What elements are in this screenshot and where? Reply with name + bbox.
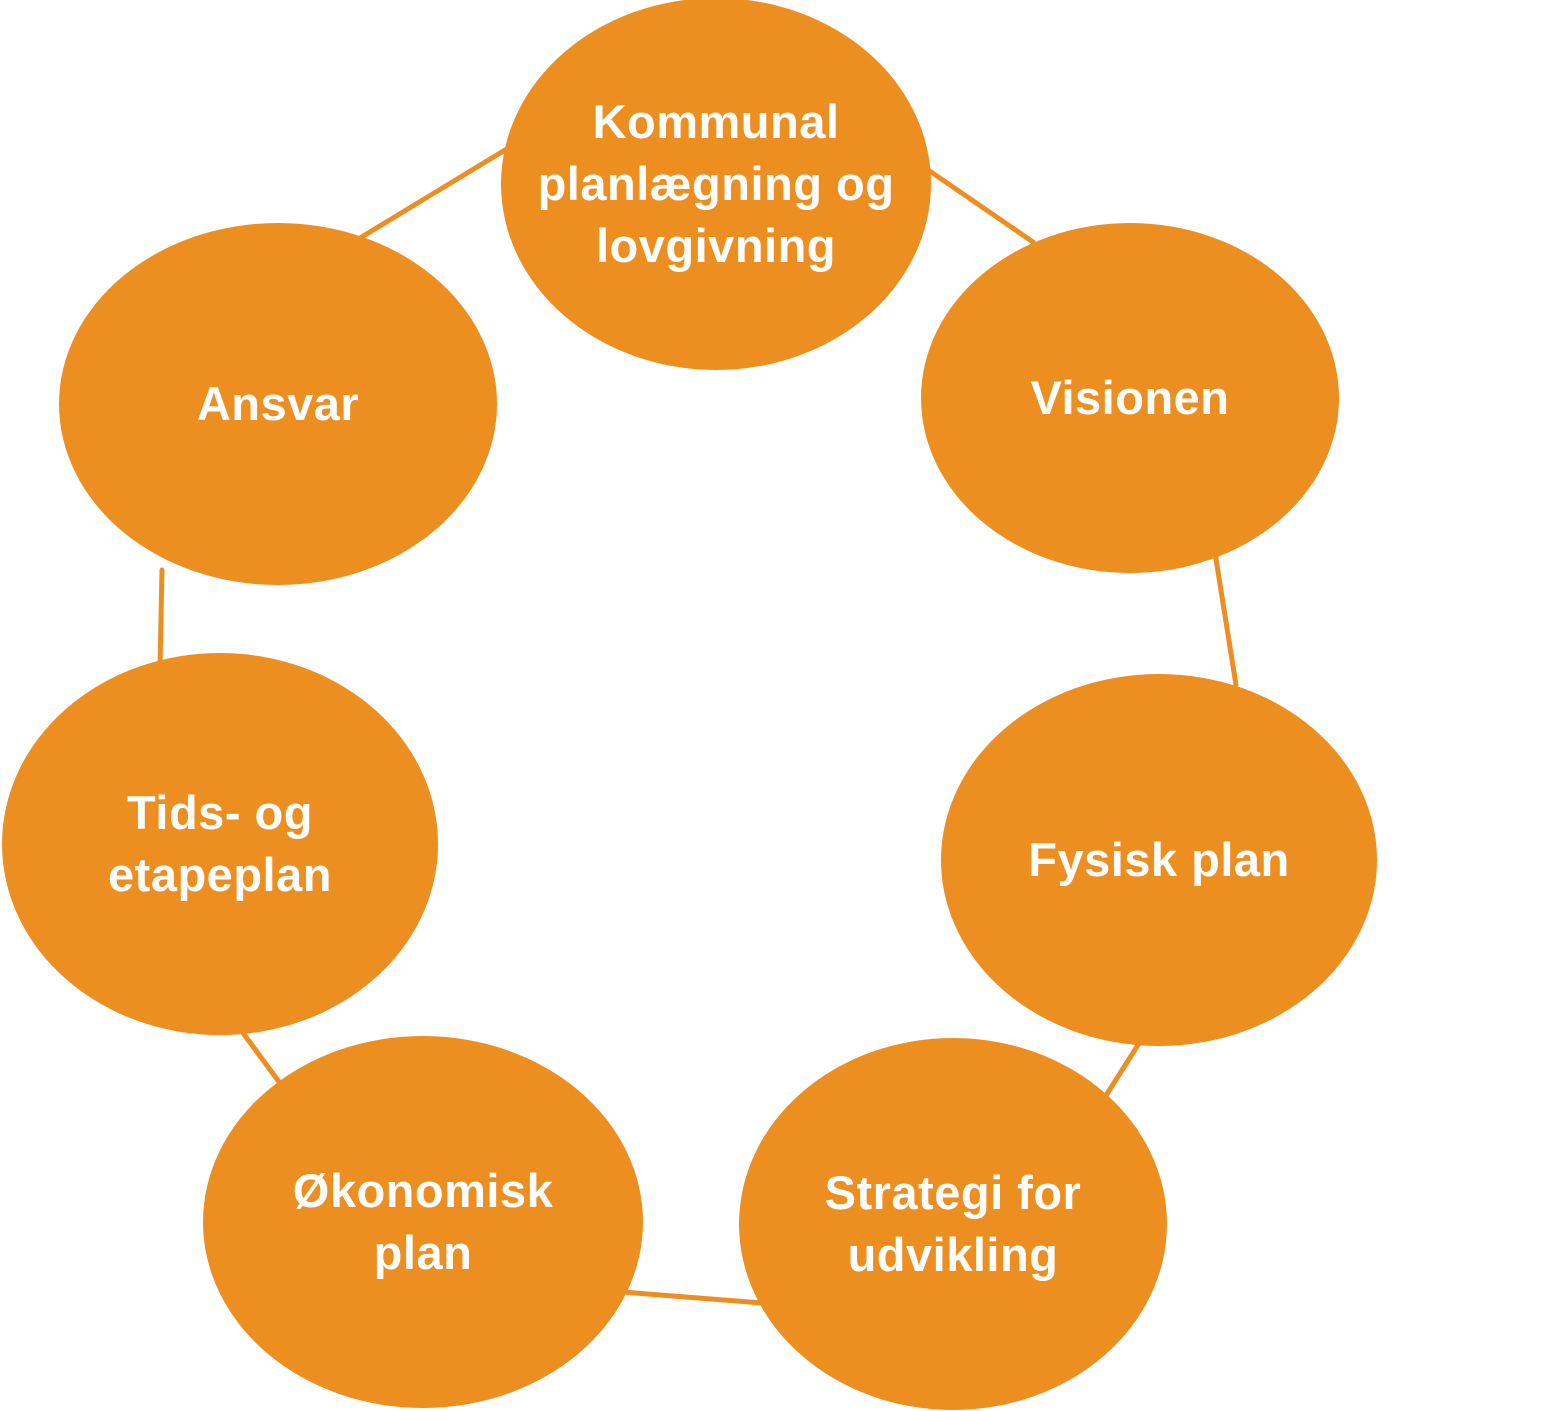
cycle-node-label: Tids- og etapeplan bbox=[108, 785, 332, 901]
connector-kommunal-visionen bbox=[915, 160, 1036, 245]
cycle-node-fysisk-plan: Fysisk plan bbox=[941, 674, 1377, 1046]
cycle-node-strategi-for-udvikling: Strategi for udvikling bbox=[739, 1038, 1167, 1410]
cycle-node-okonomisk-plan: Økonomisk plan bbox=[203, 1036, 643, 1408]
connector-strategi-okonomisk bbox=[607, 1288, 765, 1306]
cycle-node-visionen: Visionen bbox=[921, 223, 1339, 573]
cycle-node-label: Fysisk plan bbox=[1028, 832, 1290, 886]
connector-visionen-fysisk bbox=[1210, 537, 1239, 688]
connector-tids-ansvar bbox=[157, 567, 165, 671]
cycle-node-label: Strategi for udvikling bbox=[824, 1165, 1082, 1281]
cycle-node-label: Visionen bbox=[1030, 370, 1230, 424]
cycle-node-label: Økonomisk plan bbox=[292, 1163, 554, 1279]
cycle-node-ansvar: Ansvar bbox=[59, 223, 497, 585]
connector-ansvar-kommunal bbox=[357, 144, 513, 241]
cycle-node-label: Kommunal planlægning og lovgivning bbox=[537, 94, 895, 273]
cycle-node-kommunal-planlaegning: Kommunal planlægning og lovgivning bbox=[501, 0, 931, 370]
cycle-node-label: Ansvar bbox=[196, 376, 360, 430]
cycle-node-tids-og-etapeplan: Tids- og etapeplan bbox=[2, 653, 438, 1035]
